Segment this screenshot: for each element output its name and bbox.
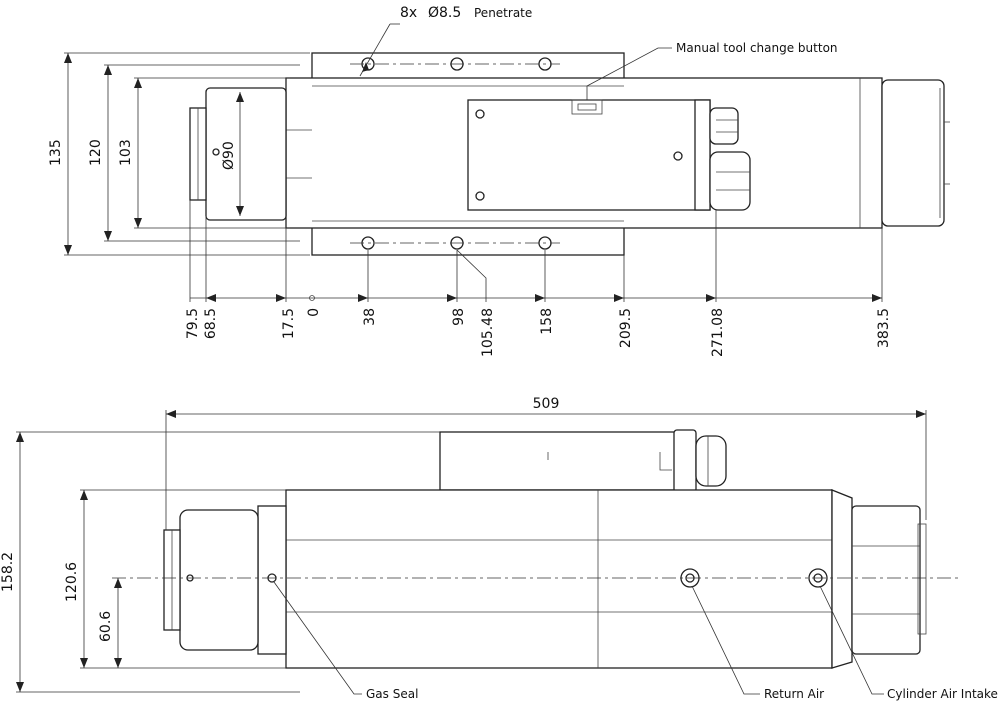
dim-17-5: 17.5 [281, 308, 297, 339]
hole-note: Penetrate [474, 6, 532, 20]
hole-count: 8x [400, 5, 417, 21]
side-rear-cap [851, 505, 921, 655]
dim-79-5: 79.5 [185, 308, 201, 339]
side-housing [285, 489, 833, 669]
dim-68-5: 68.5 [203, 308, 219, 339]
top-vertical-dims: 135 120 103 [48, 52, 310, 256]
top-horizontal-dims: 79.5 68.5 17.5 0 38 98 105.48 158 209.5 … [185, 200, 892, 357]
gas-seal-port [267, 573, 277, 583]
dim-38: 38 [362, 308, 378, 326]
dim-383-5: 383.5 [876, 308, 892, 348]
dim-509: 509 [533, 396, 560, 412]
top-view: 8x Ø8.5 Penetrate Manual tool change but… [48, 5, 950, 357]
dim-271-08: 271.08 [710, 308, 726, 357]
dim-120-6: 120.6 [64, 562, 80, 602]
dim-158-2: 158.2 [0, 552, 16, 592]
side-port-small [186, 574, 194, 582]
dim-105-48: 105.48 [480, 308, 496, 357]
dim-135: 135 [48, 139, 64, 166]
side-nozzle-collar [257, 505, 287, 655]
button-callout: Manual tool change button [676, 41, 838, 55]
dim-120: 120 [88, 139, 104, 166]
nozzle-port [212, 148, 220, 156]
cable-gland-2 [709, 151, 751, 211]
dim-103: 103 [118, 139, 134, 166]
dim-0: 0 [306, 308, 322, 317]
dim-98: 98 [451, 308, 467, 326]
side-view: Gas Seal Return Air Cylinder Air Intake … [0, 396, 998, 701]
gas-seal-label: Gas Seal [366, 687, 418, 701]
dim-209-5: 209.5 [618, 308, 634, 348]
side-control-box [439, 431, 679, 491]
dim-60-6: 60.6 [98, 611, 114, 642]
cylinder-air-port [808, 568, 828, 588]
nozzle-diameter: Ø90 [221, 141, 237, 170]
dim-158: 158 [539, 308, 555, 335]
rear-cap [881, 79, 945, 227]
side-cable-gland [695, 435, 727, 487]
cylinder-air-intake-label: Cylinder Air Intake [887, 687, 998, 701]
return-air-label: Return Air [764, 687, 824, 701]
hole-diameter: Ø8.5 [428, 5, 461, 21]
return-air-port [680, 568, 700, 588]
cable-gland-1 [709, 107, 739, 145]
